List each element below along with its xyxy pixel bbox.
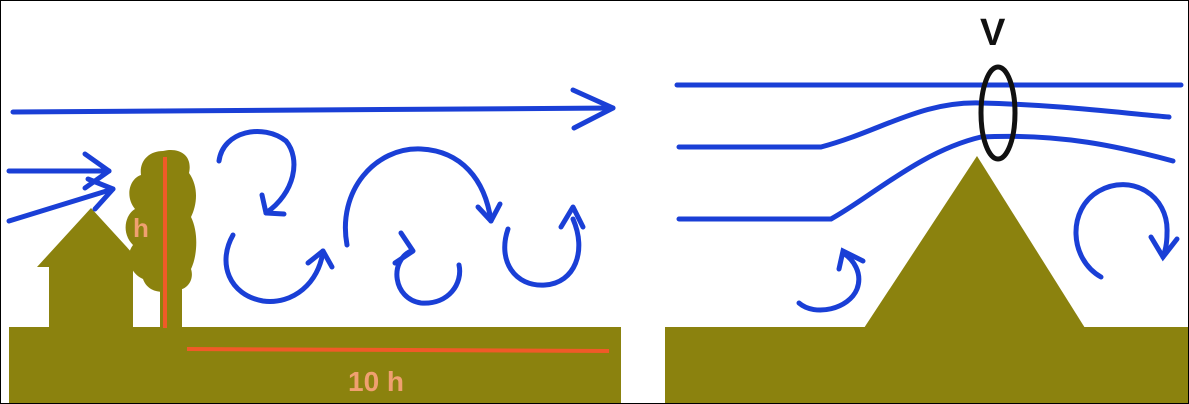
speed-label: V [980, 12, 1006, 54]
ground-right [665, 327, 1188, 403]
right-panel: V [665, 12, 1188, 403]
house-icon [37, 208, 145, 328]
eddy-1-circular-arrow-icon [216, 128, 297, 217]
eddy-3-circular-arrow-icon [343, 146, 503, 248]
ground-left [9, 327, 621, 403]
eddy-4-circular-arrow-icon [392, 230, 463, 306]
wind-arrow-upper [10, 87, 616, 131]
eddy-2-circular-arrow-icon [223, 232, 335, 304]
streamline-upper [676, 100, 1172, 150]
wind-arrow-lower [6, 176, 116, 224]
hill-icon [864, 156, 1085, 328]
eddy-5-circular-arrow-icon [502, 204, 586, 288]
height-label: h [133, 213, 149, 243]
speed-marker-ellipse [978, 64, 1018, 162]
left-panel: h 10 h [6, 87, 621, 403]
eddy-6-circular-arrow-icon [796, 247, 866, 313]
distance-measure-line [186, 347, 610, 353]
distance-label: 10 h [348, 366, 404, 397]
eddy-7-circular-arrow-icon [1073, 182, 1180, 280]
